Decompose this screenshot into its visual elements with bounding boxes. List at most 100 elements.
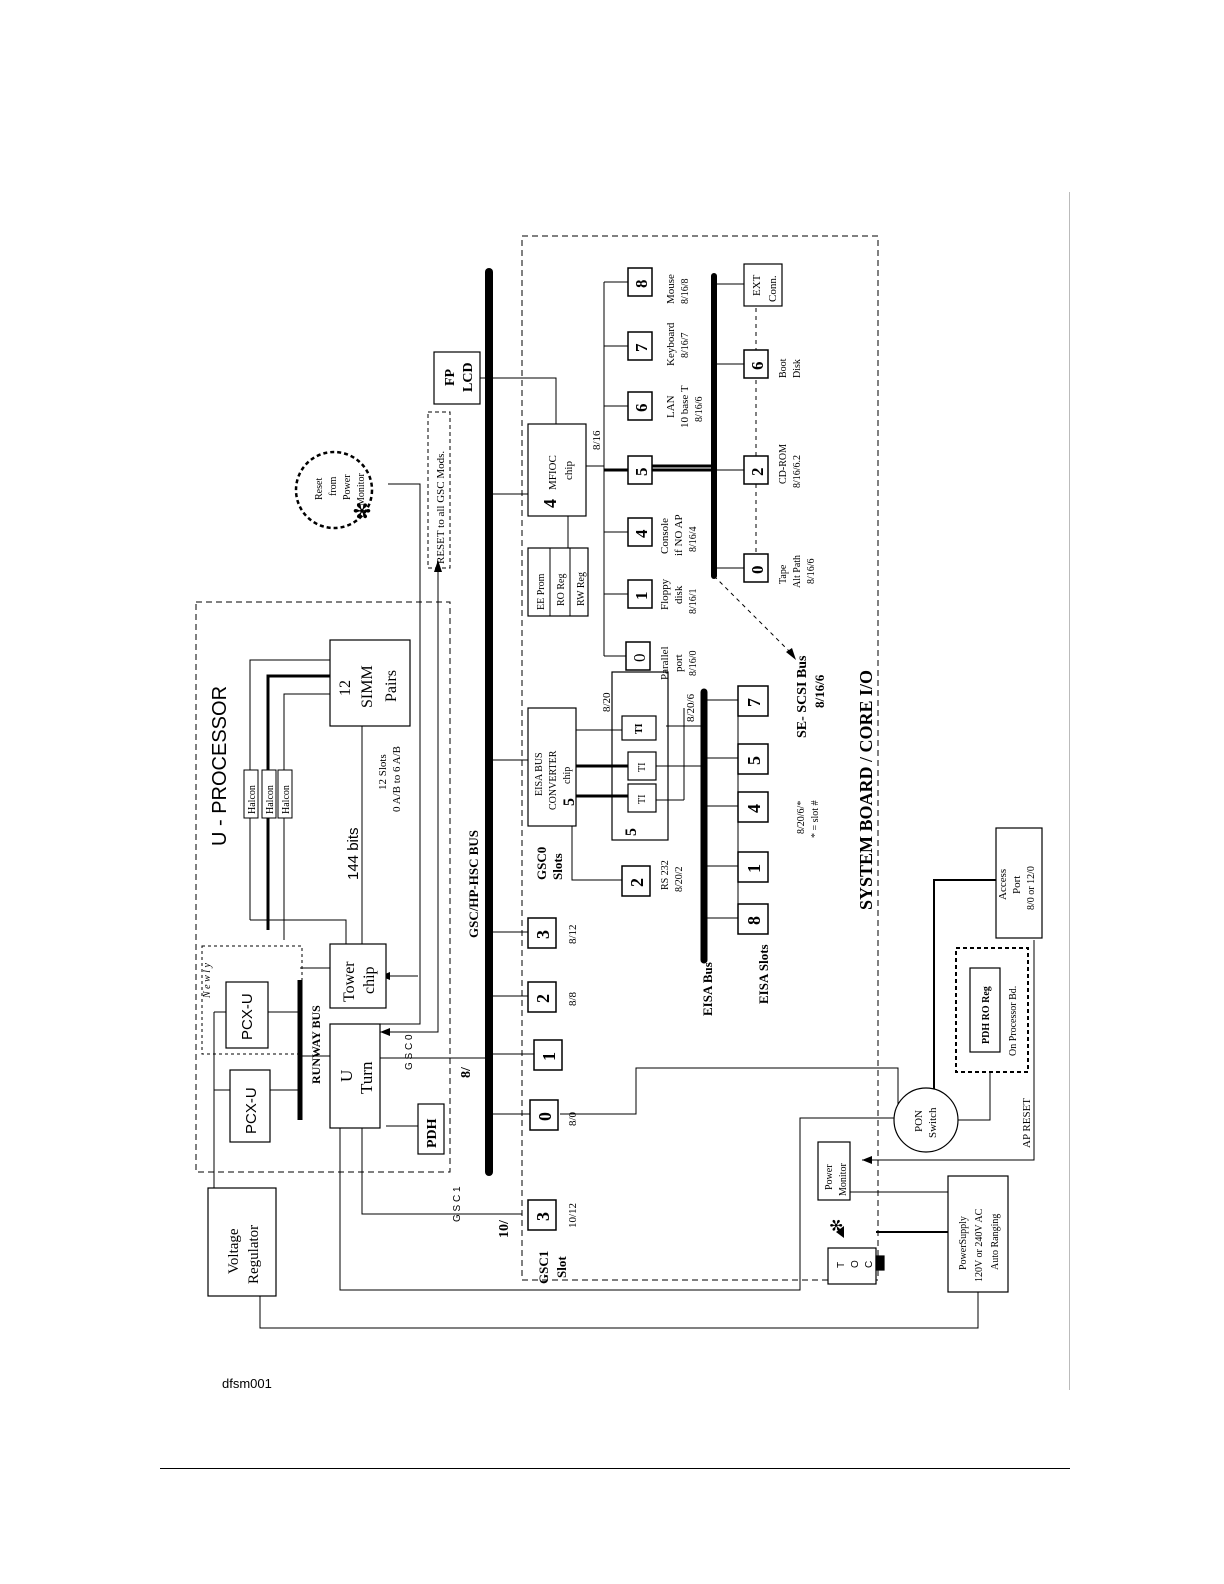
tower-line1: Tower — [341, 961, 358, 1002]
pdh-label: PDH — [425, 1118, 440, 1148]
halcon-box-1 — [243, 769, 259, 819]
dashed-links — [713, 300, 791, 918]
gsc-slot-1-box[interactable] — [533, 1039, 563, 1071]
rs232-addr: 8/20/2 — [674, 866, 685, 892]
ro-reg-label: RO Reg — [556, 574, 567, 607]
core-8-box[interactable] — [627, 267, 653, 297]
ti-group-num: 5 — [623, 828, 640, 836]
eisa-slot-4-box[interactable] — [737, 791, 769, 823]
gsc-slot-0-box[interactable] — [529, 1099, 559, 1131]
voltage-regulator-box — [207, 1187, 277, 1297]
gsc-slot-2-box[interactable] — [527, 981, 557, 1013]
tower-chip-box — [329, 943, 387, 1009]
ext-conn-line1: EXT — [751, 274, 763, 296]
power-monitor-box — [817, 1141, 851, 1201]
core-1-box[interactable] — [627, 579, 653, 609]
core-0-label-1: Parallel — [659, 646, 671, 680]
bits-144-label: 144 bits — [345, 827, 362, 880]
core-4-label-2: if NO AP — [673, 514, 685, 556]
access-port-line2: Port — [1011, 876, 1023, 894]
core-7-label-1: Keyboard — [665, 322, 677, 366]
scsi-6-box[interactable] — [743, 349, 769, 379]
pon-line1: PON — [913, 1110, 925, 1132]
gsc-bus-label: GSC/HP-HSC BUS — [466, 830, 481, 938]
gsc1-slot-3-box[interactable] — [527, 1199, 557, 1231]
gsc-slot-0-addr: 8/0 — [567, 1111, 579, 1126]
fp-lcd-line1: FP — [443, 368, 458, 386]
core-4-label-1: Console — [659, 518, 671, 554]
gsc-slot-3-num: 3 — [533, 930, 553, 939]
rw-reg-label: RW Reg — [576, 572, 587, 606]
uturn-box — [329, 1023, 381, 1129]
power-supply-line2: 120V or 240V AC — [974, 1208, 985, 1282]
uturn-line1: U — [337, 1070, 356, 1082]
fp-lcd-box — [433, 351, 481, 405]
gsc1-slot-line1: GSC1 — [536, 1251, 551, 1284]
core-1-label-3: 8/16/1 — [688, 588, 699, 614]
core-1-label-2: disk — [673, 585, 685, 604]
gsc0-vertical: G S C 0 — [404, 1034, 415, 1070]
eisa-slot-1-box[interactable] — [737, 851, 769, 883]
simm-line3: Pairs — [383, 670, 400, 702]
mfioc-line1: MFIOC — [547, 455, 559, 490]
reset-circle — [294, 450, 374, 530]
core-4-label-3: 8/16/4 — [688, 526, 699, 552]
scsi-6-num: 6 — [748, 362, 767, 371]
register-box — [527, 547, 589, 617]
eisa-slot-8-box[interactable] — [737, 903, 769, 935]
toc-c: C — [864, 1261, 875, 1268]
gsc1-vertical: G S C 1 — [452, 1186, 463, 1222]
system-board-title: SYSTEM BOARD / CORE I/O — [856, 670, 876, 910]
eisa-slot-7-num: 7 — [744, 698, 764, 707]
gsc-slot-3-box[interactable] — [527, 917, 557, 949]
eisa-slots-label: EISA Slots — [756, 944, 771, 1004]
pcxu-b-box — [225, 981, 269, 1049]
ti-2-label: TI — [637, 763, 648, 772]
gsc0-slots-line1: GSC0 — [534, 847, 549, 880]
eisa-converter-box — [527, 707, 577, 827]
power-monitor-line1: Power — [824, 1164, 835, 1190]
core-8-label-1: Mouse — [665, 274, 677, 304]
power-monitor-line2: Monitor — [838, 1163, 849, 1196]
fp-lcd-line2: LCD — [461, 362, 476, 392]
core-7-num: 7 — [632, 343, 651, 352]
eisa-converter-line2: CONVERTER — [548, 750, 559, 810]
gsc-slot-0-num: 0 — [535, 1112, 555, 1121]
core-0-label-2: port — [673, 654, 685, 672]
voltage-regulator-line1: Voltage — [226, 1228, 242, 1274]
eisa-slot-1-num: 1 — [744, 864, 764, 873]
toc-asterisk-icon: ✻ — [829, 1219, 846, 1232]
core-4-box[interactable] — [627, 517, 653, 547]
connection-lines — [213, 281, 1035, 1329]
ti-group-box — [611, 671, 669, 841]
core-7-box[interactable] — [627, 331, 653, 361]
core-6-box[interactable] — [627, 391, 653, 421]
halcon-box-3 — [277, 769, 293, 819]
access-port-line3: 8/0 or 12/0 — [1026, 866, 1037, 910]
tower-line2: chip — [361, 966, 378, 994]
toc-box[interactable] — [827, 1247, 877, 1285]
addr-8-16: 8/16 — [591, 430, 603, 450]
eisa-slot-7-box[interactable] — [737, 685, 769, 717]
halcon-2-label: Halcon — [265, 785, 276, 814]
core-0-label-3: 8/16/0 — [688, 650, 699, 676]
voltage-regulator-line2: Regulator — [246, 1225, 262, 1284]
gsc1-slot-addr: 10/12 — [567, 1203, 579, 1228]
pdh-box — [417, 1103, 445, 1155]
pon-switch[interactable] — [893, 1087, 959, 1153]
core-0-box[interactable] — [625, 641, 651, 671]
gsc-slot-3-addr: 8/12 — [567, 924, 579, 944]
bus-8-label: 8/ — [459, 1066, 474, 1078]
scsi-2-box[interactable] — [743, 455, 769, 485]
addr-8-20: 8/20 — [601, 692, 613, 712]
reset-circle-line4: Monitor — [356, 473, 367, 506]
scsi-0-box[interactable] — [743, 553, 769, 583]
core-1-num: 1 — [632, 592, 651, 601]
toc-switch[interactable] — [875, 1255, 885, 1271]
rs232-box[interactable] — [621, 865, 651, 897]
eisa-slot-5-box[interactable] — [737, 743, 769, 775]
slots-12-range: 0 A/B to 6 A/B — [391, 746, 403, 812]
reset-all-label: RESET to all GSC Mods. — [435, 451, 447, 564]
core-5-box[interactable] — [627, 455, 653, 485]
